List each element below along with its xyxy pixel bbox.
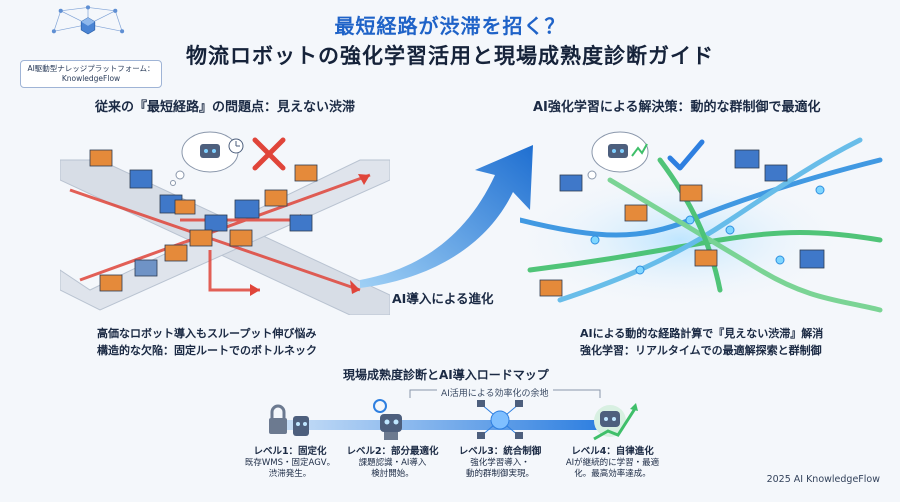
page-title-line1: 最短経路が渋滞を招く？	[334, 14, 566, 38]
level-2-title: レベル2：部分最適化	[346, 446, 439, 457]
page-title-line2: 物流ロボットの強化学習活用と現場成熟度診断ガイド	[186, 44, 714, 68]
level-4-title: レベル4：自律進化	[571, 446, 654, 457]
level-1-desc-line1: 既存WMS・固定AGV。	[244, 458, 336, 469]
left-section-heading: 従来の『最短経路』の問題点：見えない渋滞	[95, 100, 356, 115]
roadmap-level-2: レベル2：部分最適化 課題認識・AI導入 検討開始。	[340, 446, 445, 480]
right-caption: AIによる動的な経路計算で『見えない渋滞』解消 強化学習：リアルタイムでの最適解…	[580, 326, 823, 359]
red-x-icon	[252, 137, 286, 171]
right-section-heading: AI強化学習による解決策：動的な群制御で最適化	[533, 100, 821, 115]
growth-robot-icon	[593, 403, 638, 441]
logo-caption-line1: AI駆動型ナレッジプラットフォーム：	[27, 64, 155, 73]
level-1-title: レベル1：固定化	[253, 446, 327, 457]
evolution-arrow	[360, 145, 533, 288]
copyright-text: 2025 AI KnowledgeFlow	[766, 474, 880, 485]
robot-gear-icon	[373, 399, 402, 440]
level-1-desc-line2: 渋滞発生。	[268, 469, 312, 480]
network-brain-icon	[477, 400, 523, 439]
level-4-desc-line2: 化。最高効率達成。	[574, 469, 651, 480]
evolution-arrow-label: AI導入による進化	[392, 291, 494, 306]
knowledge-network-logo-icon	[51, 5, 125, 35]
level-3-title: レベル3：統合制御	[458, 446, 542, 457]
roadmap-title: 現場成熟度診断とAI導入ロードマップ	[343, 368, 549, 382]
roadmap-level-3: レベル3：統合制御 強化学習導入・ 動的群制御実現。	[450, 446, 550, 480]
roadmap-level-1: レベル1：固定化 既存WMS・固定AGV。 渋滞発生。	[240, 446, 340, 480]
right-caption-line1: AIによる動的な経路計算で『見えない渋滞』解消	[580, 327, 824, 340]
logo-caption: AI駆動型ナレッジプラットフォーム： KnowledgeFlow	[20, 60, 162, 89]
left-caption-line2: 構造的な欠陥：固定ルートでのボトルネック	[97, 343, 317, 357]
level-3-desc-line2: 動的群制御実現。	[465, 469, 534, 480]
roadmap-level-4: レベル4：自律進化 AIが継続的に学習・最適 化。最高効率達成。	[555, 446, 670, 480]
optimized-flow-illustration	[520, 131, 883, 313]
left-caption-line1: 高価なロボット導入もスループット伸び悩み	[97, 327, 317, 340]
lock-icon	[269, 404, 309, 436]
blue-check-icon	[667, 139, 705, 171]
left-caption: 高価なロボット導入もスループット伸び悩み 構造的な欠陥：固定ルートでのボトルネッ…	[97, 326, 317, 359]
level-2-desc-line2: 検討開始。	[371, 469, 414, 480]
level-2-desc-line1: 課題認識・AI導入	[358, 458, 427, 469]
level-4-desc-line1: AIが継続的に学習・最適	[565, 458, 660, 469]
roadmap-bracket-label: AI活用による効率化の余地	[437, 386, 553, 399]
congestion-illustration	[60, 131, 390, 315]
logo-caption-line2: KnowledgeFlow	[61, 74, 121, 84]
level-3-desc-line1: 強化学習導入・	[470, 458, 530, 469]
right-caption-line2: 強化学習：リアルタイムでの最適解探索と群制御	[580, 343, 822, 357]
